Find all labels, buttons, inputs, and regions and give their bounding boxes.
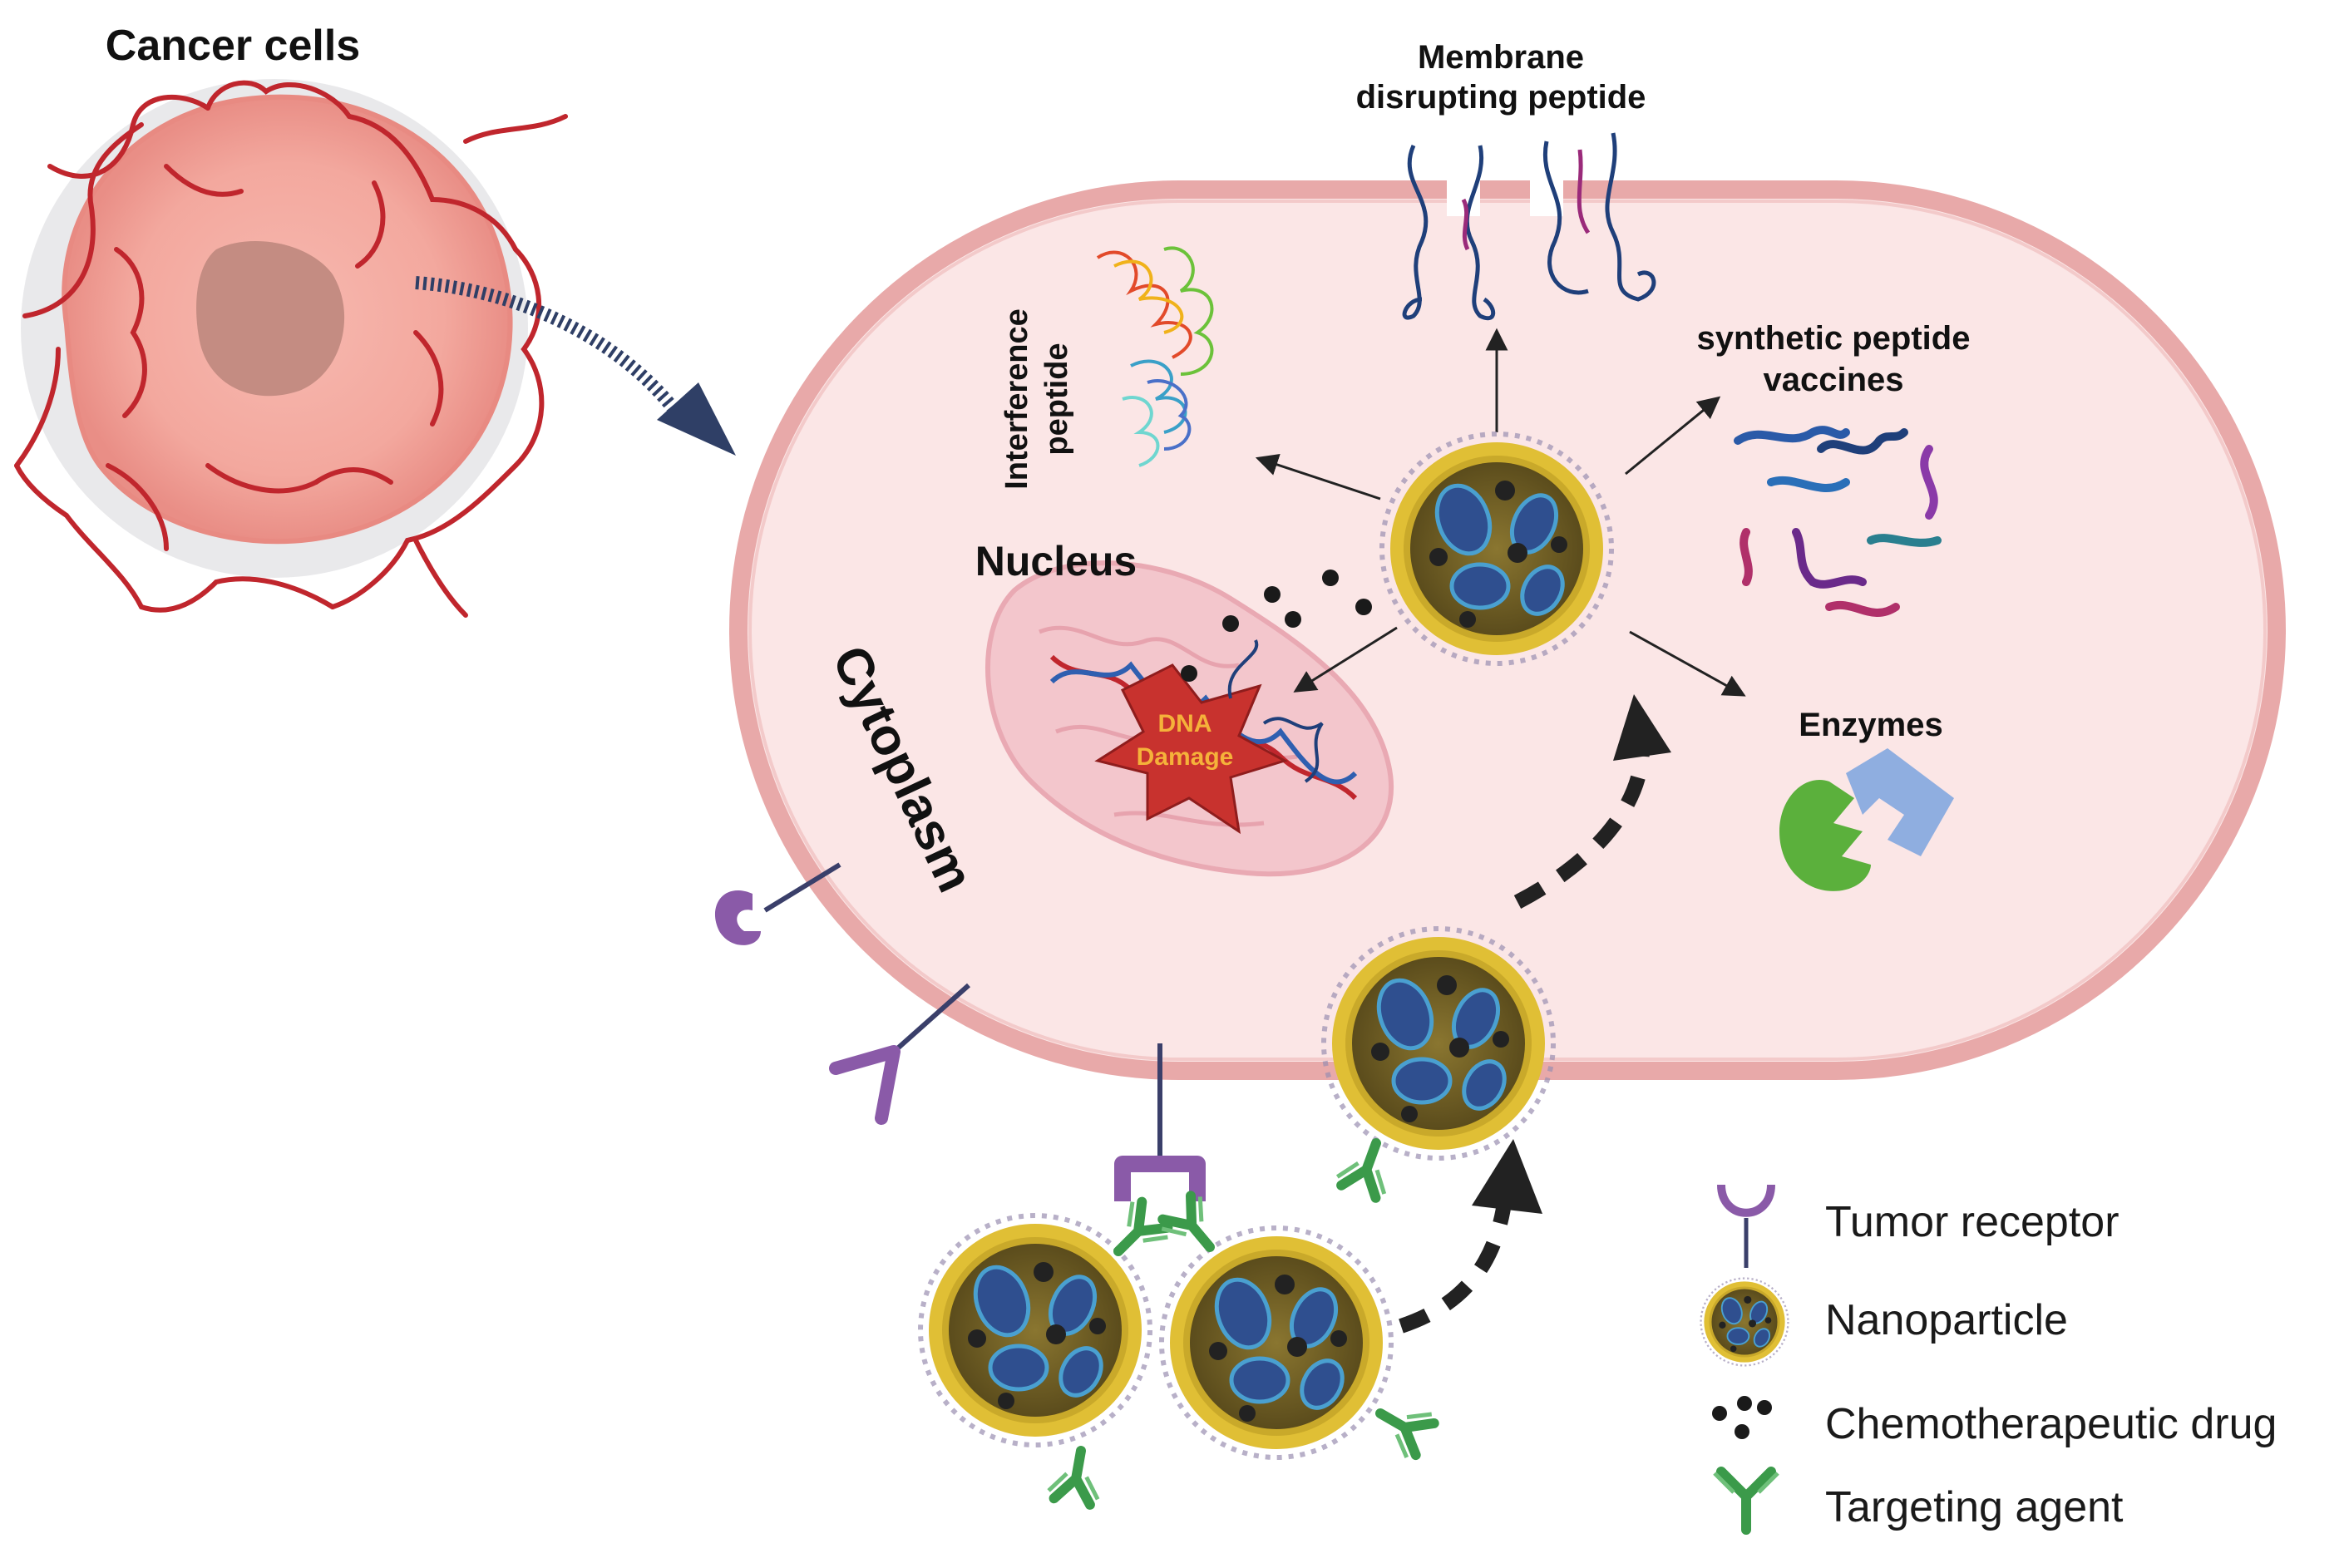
nucleus-peptide-icon [1227, 639, 1324, 783]
enzymes-icon [1779, 748, 1954, 891]
legend-item-targeting-agent: Targeting agent [1713, 1467, 2124, 1535]
targeting-agent-4 [1368, 1392, 1438, 1461]
nanoparticle-bound-right [1162, 1228, 1391, 1457]
membrane-disrupting-peptide-icon [1402, 132, 1656, 320]
legend-label-targeting-agent: Targeting agent [1825, 1483, 2124, 1531]
tumor-to-cell-arrow [415, 276, 688, 424]
tumor-to-cell-arrowhead [657, 382, 736, 456]
legend-item-tumor-receptor: Tumor receptor [1717, 1184, 2119, 1268]
targeting-agent-2 [1048, 1447, 1106, 1506]
interference-peptide-label-line2: peptide [1039, 343, 1074, 455]
uptake-arrowhead-upper [1613, 694, 1671, 761]
targeting-agent-icon [1713, 1467, 1779, 1535]
interference-peptide-label: Interference peptide [999, 308, 1074, 490]
release-arrows [1255, 328, 1746, 697]
tumor-illustration [14, 79, 568, 618]
legend-item-chemotherapeutic-drug: Chemotherapeutic drug [1712, 1396, 2277, 1448]
chemotherapeutic-drug-icon [1712, 1396, 1772, 1439]
tumor-receptor-mid [829, 983, 970, 1125]
legend-item-nanoparticle: Nanoparticle [1700, 1277, 2068, 1367]
dna-damage-label-line1: DNA [1158, 710, 1212, 737]
dna-damage-icon [1094, 663, 1288, 835]
synthetic-peptide-vaccines-icon [1734, 426, 1942, 618]
interference-peptide-structure-icon [1096, 246, 1214, 467]
legend-label-tumor-receptor: Tumor receptor [1825, 1198, 2119, 1246]
interference-peptide-label-line1: Interference [999, 308, 1034, 490]
uptake-arrow-lower [1399, 1196, 1512, 1334]
legend-label-nanoparticle: Nanoparticle [1825, 1296, 2068, 1344]
membrane-pore-left [1447, 175, 1480, 216]
targeting-agent-5 [1335, 1135, 1400, 1201]
membrane-peptide-label-line1: Membrane [1418, 39, 1584, 76]
legend-label-chemotherapeutic-drug: Chemotherapeutic drug [1825, 1400, 2277, 1448]
legend: Tumor receptor Nanoparticle Chemotherape… [1700, 1184, 2277, 1535]
tumor-receptor-bound [1114, 1043, 1206, 1201]
uptake-arrowhead-lower [1472, 1139, 1542, 1214]
tumor-receptor-left [714, 862, 841, 945]
enzymes-label: Enzymes [1799, 707, 1942, 743]
tumor-receptor-icon [1717, 1184, 1775, 1268]
nucleus-label: Nucleus [975, 538, 1137, 584]
vaccines-label-line2: vaccines [1763, 362, 1903, 398]
cancer-cells-label: Cancer cells [106, 22, 360, 70]
vaccines-label-line1: synthetic peptide [1697, 320, 1971, 357]
nanoparticle-icon [1700, 1277, 1789, 1367]
uptake-arrow-upper [1513, 747, 1650, 909]
membrane-peptide-label-line2: disrupting peptide [1356, 79, 1646, 116]
dna-damage-label-line2: Damage [1137, 743, 1234, 771]
